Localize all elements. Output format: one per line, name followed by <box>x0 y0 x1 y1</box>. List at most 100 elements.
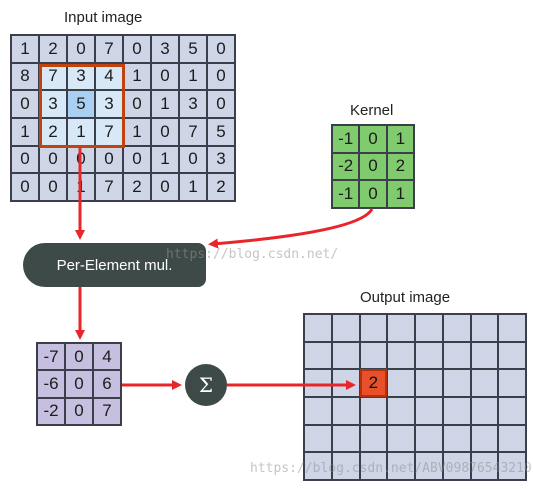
input-cell: 0 <box>207 90 235 118</box>
output-cell <box>304 341 332 370</box>
output-cell <box>331 396 360 425</box>
input-cell: 3 <box>67 62 95 91</box>
output-cell <box>415 452 443 480</box>
output-cell <box>387 369 415 397</box>
input-cell: 0 <box>11 145 39 174</box>
input-cell: 7 <box>39 62 67 91</box>
output-cell <box>304 452 332 480</box>
product-cell: 6 <box>93 370 121 398</box>
input-cell: 7 <box>95 173 123 201</box>
output-cell <box>304 396 332 425</box>
output-cell <box>498 314 526 342</box>
kernel-cell: 0 <box>359 152 387 181</box>
input-cell: 1 <box>179 173 207 201</box>
output-cell <box>470 452 499 480</box>
output-image-grid: 2 <box>303 313 527 481</box>
output-image-label: Output image <box>360 289 451 306</box>
input-cell: 3 <box>207 145 235 174</box>
kernel-cell: -1 <box>332 125 360 153</box>
output-cell <box>470 424 499 453</box>
output-cell <box>387 452 415 480</box>
kernel-cell: 1 <box>386 180 414 208</box>
output-cell <box>331 314 360 342</box>
input-cell: 2 <box>39 35 67 63</box>
per-element-mul-label: Per-Element mul. <box>56 256 173 274</box>
output-cell <box>304 424 332 453</box>
input-cell: 0 <box>123 145 151 174</box>
output-cell <box>442 314 471 342</box>
input-cell: 0 <box>11 90 39 118</box>
watermark-center: https://blog.csdn.net/ <box>166 247 339 262</box>
input-cell: 1 <box>11 35 39 63</box>
output-cell <box>498 424 526 453</box>
input-cell: 1 <box>179 62 207 91</box>
output-cell <box>359 424 388 453</box>
output-cell <box>442 341 471 370</box>
input-cell: 3 <box>95 90 123 118</box>
input-cell: 1 <box>151 145 179 174</box>
output-cell <box>498 341 526 370</box>
output-cell <box>442 424 471 453</box>
output-cell <box>442 452 471 480</box>
output-cell <box>415 314 443 342</box>
kernel-cell: -1 <box>332 180 360 208</box>
product-cell: -7 <box>37 343 65 371</box>
output-cell <box>387 424 415 453</box>
output-cell <box>387 396 415 425</box>
input-cell: 2 <box>207 173 235 201</box>
output-cell <box>470 314 499 342</box>
input-cell: 0 <box>207 35 235 63</box>
kernel-cell: 1 <box>386 125 414 153</box>
output-cell <box>498 452 526 480</box>
product-cell: -2 <box>37 397 65 425</box>
input-cell: 5 <box>207 117 235 146</box>
output-cell <box>442 396 471 425</box>
input-cell: 1 <box>67 117 95 146</box>
output-cell <box>331 369 360 397</box>
kernel-label: Kernel <box>350 102 394 119</box>
input-cell: 0 <box>11 173 39 201</box>
input-cell: 3 <box>151 35 179 63</box>
kernel-cell: 2 <box>386 152 414 181</box>
input-cell: 0 <box>151 173 179 201</box>
input-cell: 0 <box>207 62 235 91</box>
product-cell: 0 <box>65 370 93 398</box>
input-image-label: Input image <box>64 9 143 26</box>
input-cell: 0 <box>123 35 151 63</box>
output-cell <box>415 369 443 397</box>
output-cell <box>304 314 332 342</box>
output-cell <box>387 314 415 342</box>
output-cell <box>415 341 443 370</box>
kernel-cell: -2 <box>332 152 360 181</box>
output-cell <box>331 424 360 453</box>
output-cell <box>498 396 526 425</box>
input-cell: 1 <box>151 90 179 118</box>
output-cell <box>470 341 499 370</box>
output-cell <box>359 314 388 342</box>
sum-node: Σ <box>185 364 227 406</box>
input-cell: 7 <box>179 117 207 146</box>
input-cell: 5 <box>67 90 95 118</box>
input-cell: 0 <box>179 145 207 174</box>
output-cell <box>331 341 360 370</box>
arrow-kernel-to-mul <box>208 208 374 249</box>
product-cell: 4 <box>93 343 121 371</box>
output-cell <box>415 424 443 453</box>
product-cell: 7 <box>93 397 121 425</box>
input-cell: 0 <box>151 62 179 91</box>
output-cell <box>442 369 471 397</box>
output-cell <box>304 369 332 397</box>
input-cell: 3 <box>39 90 67 118</box>
output-cell <box>498 369 526 397</box>
input-cell: 0 <box>67 35 95 63</box>
kernel-cell: 0 <box>359 125 387 153</box>
output-cell-result: 2 <box>359 369 388 397</box>
product-cell: -6 <box>37 370 65 398</box>
per-element-mul-node: Per-Element mul. <box>23 243 206 287</box>
input-cell: 5 <box>179 35 207 63</box>
product-cell: 0 <box>65 397 93 425</box>
input-cell: 0 <box>151 117 179 146</box>
